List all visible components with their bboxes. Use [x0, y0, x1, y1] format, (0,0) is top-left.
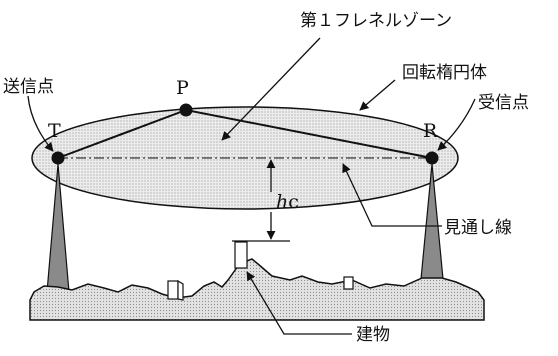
receiver-leader — [437, 98, 476, 151]
clearance-italic: h — [276, 191, 288, 213]
point-r-label: R — [423, 120, 438, 142]
line-of-sight-label: 見通し線 — [444, 218, 512, 238]
main-building — [234, 241, 248, 269]
small-building-right — [343, 276, 354, 290]
ellipsoid-label: 回転楕円体 — [402, 63, 487, 83]
line-of-sight-leader — [342, 163, 442, 227]
fresnel-zone-label: 第１フレネルゾーン — [300, 11, 452, 31]
clearance-sub: c — [288, 191, 299, 213]
transmitter-label: 送信点 — [3, 77, 54, 97]
transmitter-leader — [27, 95, 54, 152]
receiver-point — [425, 151, 439, 165]
reflection-point — [179, 103, 193, 117]
building-leader — [246, 271, 352, 335]
fresnel-leader — [221, 37, 321, 141]
ellipsoid-leader — [359, 79, 396, 111]
small-building-left — [167, 279, 184, 301]
transmitter-point — [51, 151, 65, 165]
building-label: 建物 — [356, 325, 390, 345]
point-t-label: T — [48, 120, 61, 142]
receiver-label: 受信点 — [478, 93, 529, 113]
point-p-label: P — [176, 77, 189, 99]
clearance-label: hc — [276, 191, 299, 213]
